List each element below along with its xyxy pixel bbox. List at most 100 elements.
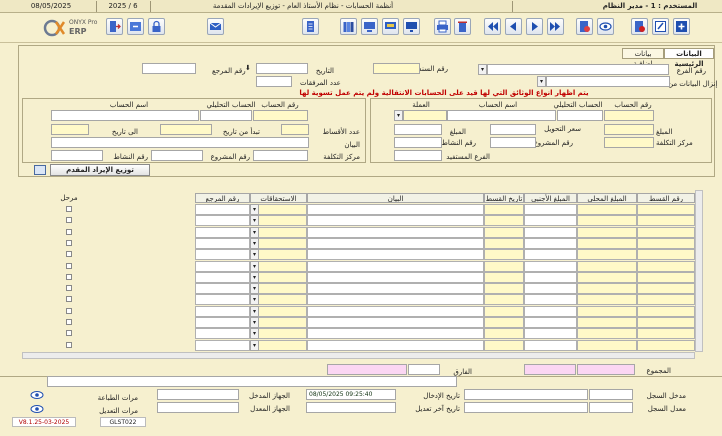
table-row[interactable]	[14, 215, 20, 226]
posted-checkbox[interactable]	[66, 341, 72, 348]
grid-cell[interactable]	[195, 294, 250, 306]
grid-cell[interactable]	[637, 226, 695, 238]
grid-cell[interactable]	[484, 204, 524, 215]
attach-button[interactable]	[576, 18, 593, 35]
grid-cell[interactable]	[577, 215, 637, 227]
grid-cell[interactable]	[637, 339, 695, 351]
books-button[interactable]	[340, 18, 357, 35]
grid-cell[interactable]	[524, 271, 577, 283]
posted-checkbox[interactable]	[66, 285, 72, 292]
exit-button[interactable]	[106, 18, 123, 35]
grid-cell[interactable]	[195, 215, 250, 227]
due-dropdown[interactable]: ▾	[250, 271, 259, 283]
grid-cell[interactable]	[524, 328, 577, 340]
grid-cell[interactable]	[195, 237, 250, 249]
right-account-no-field[interactable]	[604, 110, 654, 121]
table-row[interactable]	[14, 249, 20, 260]
grid-cell[interactable]	[484, 339, 524, 351]
grid-cell[interactable]	[637, 204, 695, 215]
grid-cell[interactable]	[307, 260, 484, 272]
grid-cell[interactable]	[307, 237, 484, 249]
right-project-no-field[interactable]	[490, 137, 536, 148]
grid-cell[interactable]	[484, 260, 524, 272]
document-button[interactable]	[302, 18, 319, 35]
installments-field[interactable]	[281, 124, 309, 135]
amount-field[interactable]	[604, 124, 654, 135]
grid-cell[interactable]	[577, 226, 637, 238]
grid-cell[interactable]	[637, 215, 695, 227]
used-branch-field[interactable]	[394, 150, 442, 161]
add-button[interactable]	[673, 18, 690, 35]
posted-checkbox[interactable]	[66, 296, 72, 303]
grid-cell[interactable]	[637, 328, 695, 340]
doc-no-field[interactable]	[373, 63, 420, 74]
grid-cell[interactable]	[307, 271, 484, 283]
import-button[interactable]	[127, 18, 144, 35]
start-date-field[interactable]	[160, 124, 212, 135]
print-log-eye-icon[interactable]	[30, 390, 44, 400]
grid-cell[interactable]	[195, 328, 250, 340]
print-button[interactable]	[434, 18, 451, 35]
grid-cell[interactable]	[307, 305, 484, 317]
table-row[interactable]	[14, 283, 20, 294]
previous-record-button[interactable]	[505, 18, 522, 35]
left-activity-no-field[interactable]	[51, 150, 103, 161]
posted-checkbox[interactable]	[66, 262, 72, 269]
grid-cell[interactable]	[524, 215, 577, 227]
grid-cell[interactable]	[637, 283, 695, 295]
right-account-name-field[interactable]	[447, 110, 556, 121]
grid-cell[interactable]	[195, 260, 250, 272]
left-cost-center-field[interactable]	[253, 150, 308, 161]
posted-checkbox[interactable]	[66, 319, 72, 325]
grid-cell[interactable]	[577, 204, 637, 215]
grid-cell[interactable]	[484, 249, 524, 261]
report-button[interactable]	[361, 18, 378, 35]
due-dropdown[interactable]: ▾	[250, 204, 259, 215]
grid-cell[interactable]	[637, 260, 695, 272]
grid-cell[interactable]	[484, 215, 524, 227]
statement-field[interactable]	[51, 137, 309, 148]
lock-button[interactable]	[148, 18, 165, 35]
posted-checkbox[interactable]	[66, 206, 72, 212]
ref-no-field[interactable]	[142, 63, 196, 74]
grid-cell[interactable]	[524, 260, 577, 272]
grid-cell[interactable]	[577, 339, 637, 351]
due-dropdown[interactable]: ▾	[250, 305, 259, 317]
monitor-button[interactable]	[403, 18, 420, 35]
currency-field[interactable]	[403, 110, 447, 121]
grid-cell[interactable]	[307, 204, 484, 215]
attachments-field[interactable]	[256, 76, 292, 87]
edit-button[interactable]	[652, 18, 669, 35]
grid-cell[interactable]	[484, 317, 524, 328]
grid-cell[interactable]	[577, 305, 637, 317]
right-activity-no-field[interactable]	[394, 137, 442, 148]
grid-cell[interactable]	[524, 317, 577, 328]
table-row[interactable]	[14, 306, 20, 317]
grid-cell[interactable]	[195, 249, 250, 261]
grid-cell[interactable]	[484, 305, 524, 317]
due-dropdown[interactable]: ▾	[250, 249, 259, 261]
grid-vertical-scrollbar[interactable]	[695, 190, 703, 352]
grid-cell[interactable]	[637, 317, 695, 328]
grid-cell[interactable]	[577, 328, 637, 340]
due-dropdown[interactable]: ▾	[250, 328, 259, 340]
due-dropdown[interactable]: ▾	[250, 215, 259, 227]
due-dropdown[interactable]: ▾	[250, 283, 259, 295]
posted-checkbox[interactable]	[66, 251, 72, 258]
date-field[interactable]	[256, 63, 308, 74]
grid-cell[interactable]	[577, 249, 637, 261]
grid-cell[interactable]	[637, 237, 695, 249]
grid-cell[interactable]	[307, 317, 484, 328]
grid-cell[interactable]	[637, 305, 695, 317]
table-row[interactable]	[14, 317, 20, 328]
grid-cell[interactable]	[484, 283, 524, 295]
grid-cell[interactable]	[307, 249, 484, 261]
table-row[interactable]	[14, 294, 20, 305]
grid-cell[interactable]	[524, 305, 577, 317]
table-row[interactable]	[14, 204, 20, 215]
posted-checkbox[interactable]	[66, 330, 72, 337]
grid-cell[interactable]	[307, 283, 484, 295]
table-row[interactable]	[14, 238, 20, 249]
conv-rate-field[interactable]	[490, 124, 536, 135]
grid-cell[interactable]	[307, 215, 484, 227]
